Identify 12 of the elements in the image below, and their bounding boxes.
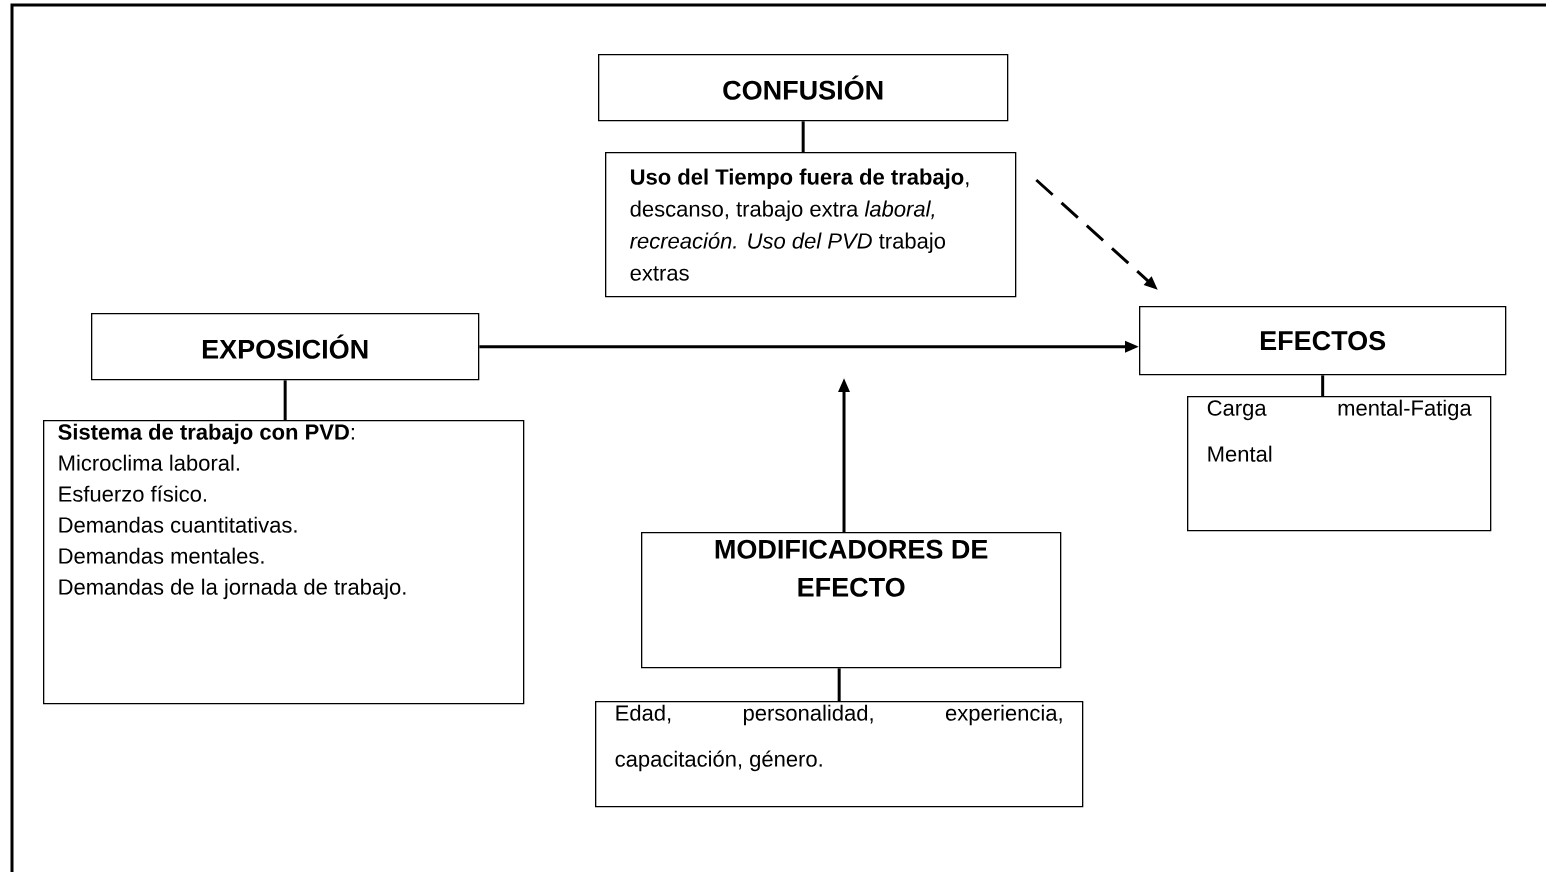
text-box: EXPOSICIÓN — [91, 313, 480, 381]
text-box: Edad, personalidad, experiencia, capacitación, género. — [595, 701, 1084, 808]
text-box: CONFUSIÓN — [598, 54, 1009, 122]
text-box: Uso del Tiempo fuera de trabajo, descanso, trabajo extra laboral, recreación. Uso del PVD trabajo extras — [605, 152, 1017, 298]
text-box: EFECTOS — [1139, 306, 1507, 376]
text-box: MODIFICADORES DE EFECTO — [641, 532, 1062, 669]
connector-line — [1321, 375, 1325, 396]
connector-line — [801, 121, 805, 152]
connector-line — [283, 380, 287, 420]
text-box: Carga mental-Fatiga Mental — [1187, 396, 1492, 532]
text-box: Sistema de trabajo con PVD: Microclima laboral. Esfuerzo físico. Demandas cuantitativas. Demandas mentales. Demandas de la jornada de trabajo. — [43, 420, 525, 705]
connector-line — [837, 668, 841, 701]
